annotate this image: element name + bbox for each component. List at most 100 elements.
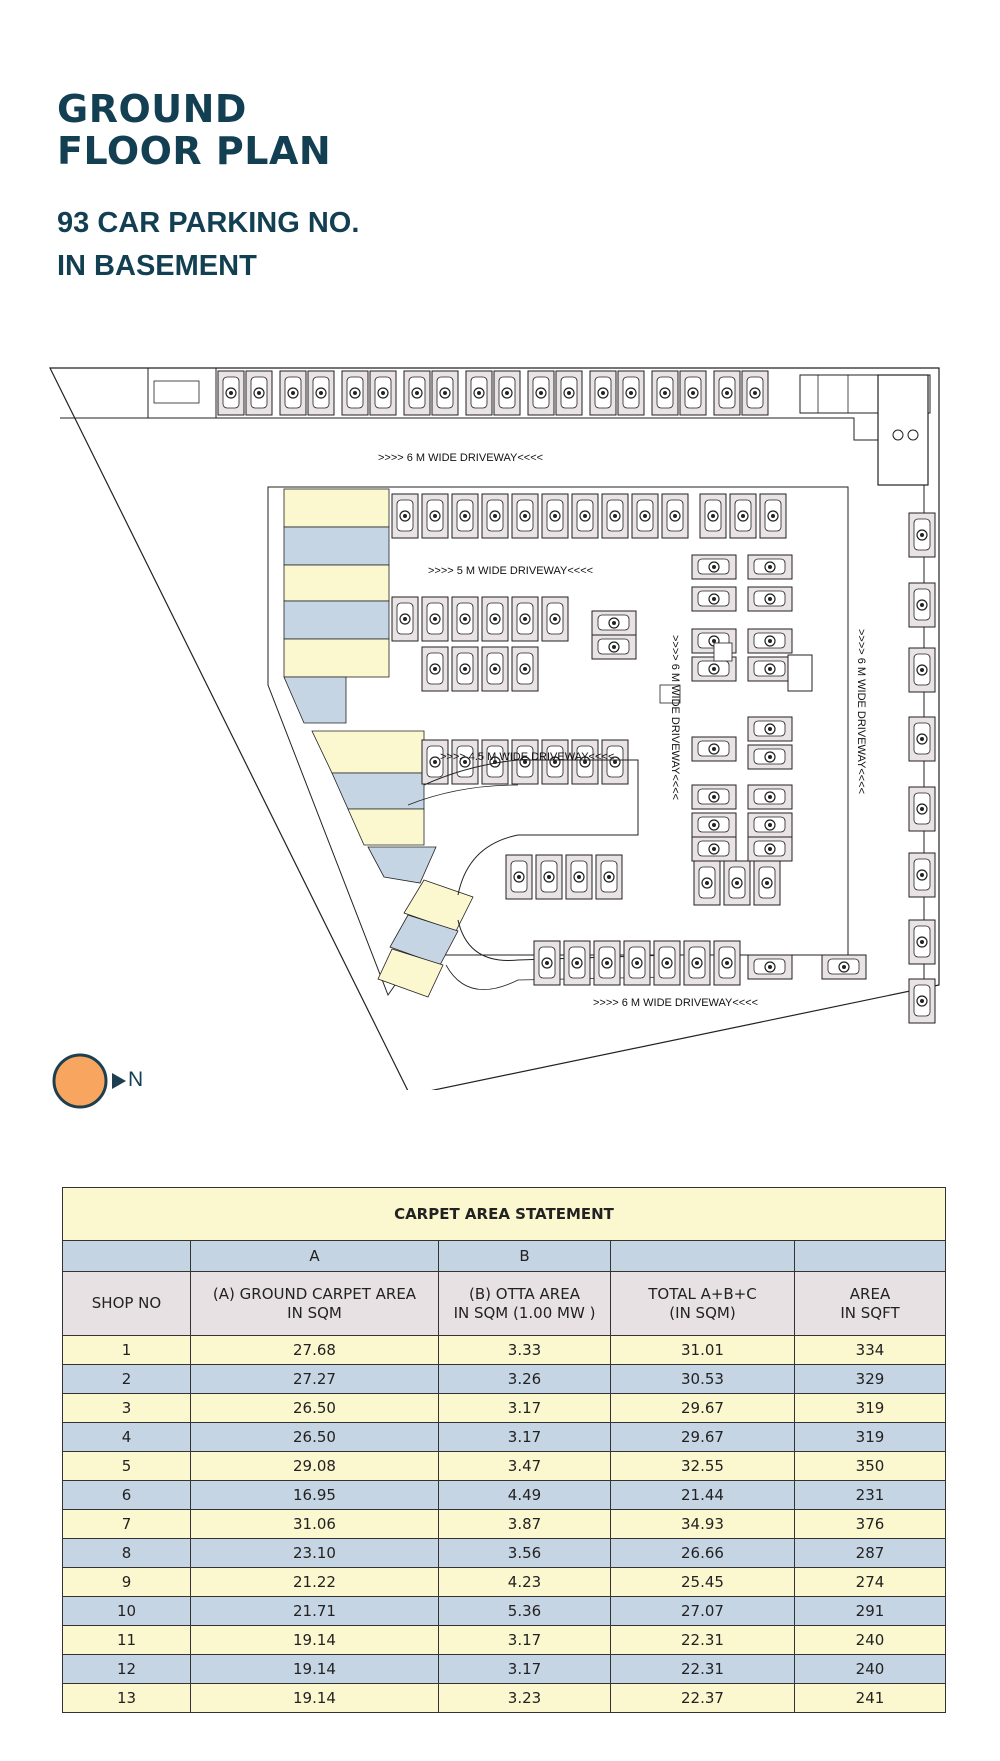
table-cell: 22.37	[610, 1683, 795, 1713]
site-boundary	[49, 367, 940, 1090]
table-cell: 26.50	[190, 1393, 439, 1423]
table-cell: 5.36	[438, 1596, 611, 1626]
table-cell: 319	[794, 1422, 946, 1452]
header-text: IN SQM (1.00 MW )	[453, 1303, 596, 1322]
table-cell: 29.08	[190, 1451, 439, 1481]
table-cell: 26.66	[610, 1538, 795, 1568]
table-cell: 241	[794, 1683, 946, 1713]
table-cell: 334	[794, 1335, 946, 1365]
table-cell: 31.06	[190, 1509, 439, 1539]
table-cell: 16.95	[190, 1480, 439, 1510]
driveway-label-top: >>>> 6 M WIDE DRIVEWAY<<<<	[378, 452, 543, 464]
table-cell: 3.17	[438, 1422, 611, 1452]
table-cell: 7	[62, 1509, 191, 1539]
table-cell: 23.10	[190, 1538, 439, 1568]
letter-cell: B	[438, 1240, 611, 1272]
table-cell: 26.50	[190, 1422, 439, 1452]
table-cell: 3.87	[438, 1509, 611, 1539]
table-title-row: CARPET AREA STATEMENT	[62, 1187, 946, 1241]
table-cell: 21.71	[190, 1596, 439, 1626]
table-letter-row: A B	[62, 1240, 946, 1272]
table-cell: 329	[794, 1364, 946, 1394]
header-text: (A) GROUND CARPET AREA	[212, 1284, 417, 1303]
table-cell: 376	[794, 1509, 946, 1539]
table-cell: 13	[62, 1683, 191, 1713]
compass-arrow-icon	[112, 1073, 126, 1089]
header-otta-area: (B) OTTA AREA IN SQM (1.00 MW )	[438, 1271, 611, 1336]
header-text: IN SQM	[287, 1303, 342, 1322]
table-cell: 274	[794, 1567, 946, 1597]
table-cell: 3	[62, 1393, 191, 1423]
table-header-row: SHOP NO (A) GROUND CARPET AREA IN SQM (B…	[62, 1271, 946, 1336]
table-cell: 4.49	[438, 1480, 611, 1510]
table-cell: 30.53	[610, 1364, 795, 1394]
table-cell: 4.23	[438, 1567, 611, 1597]
table-cell: 319	[794, 1393, 946, 1423]
parking-column-right	[908, 512, 936, 1024]
table-cell: 3.17	[438, 1625, 611, 1655]
table-cell: 3.56	[438, 1538, 611, 1568]
north-compass	[52, 1053, 126, 1109]
letter-cell: A	[190, 1240, 439, 1272]
parking-row-inner-top	[391, 493, 787, 539]
north-label: N	[128, 1068, 144, 1091]
table-cell: 1	[62, 1335, 191, 1365]
title-line-2: FLOOR PLAN	[57, 129, 332, 173]
table-cell: 10	[62, 1596, 191, 1626]
table-cell: 27.68	[190, 1335, 439, 1365]
letter-cell	[610, 1240, 795, 1272]
table-cell: 29.67	[610, 1422, 795, 1452]
table-cell: 287	[794, 1538, 946, 1568]
table-cell: 9	[62, 1567, 191, 1597]
table-cell: 19.14	[190, 1625, 439, 1655]
table-cell: 3.17	[438, 1393, 611, 1423]
header-text: (B) OTTA AREA	[469, 1284, 580, 1303]
table-cell: 25.45	[610, 1567, 795, 1597]
table-cell: 11	[62, 1625, 191, 1655]
table-cell: 8	[62, 1538, 191, 1568]
table-cell: 240	[794, 1654, 946, 1684]
page-title: GROUND FLOOR PLAN	[57, 88, 331, 172]
header-text: IN SQFT	[840, 1303, 900, 1322]
subtitle-line-2: IN BASEMENT	[57, 250, 257, 282]
table-cell: 4	[62, 1422, 191, 1452]
table-cell: 21.44	[610, 1480, 795, 1510]
header-shop-no: SHOP NO	[62, 1271, 191, 1336]
page-subtitle: 93 CAR PARKING NO. IN BASEMENT	[57, 202, 359, 288]
parking-row-top	[217, 370, 769, 416]
header-text: TOTAL A+B+C	[648, 1284, 757, 1303]
table-cell: 6	[62, 1480, 191, 1510]
header-ground-carpet: (A) GROUND CARPET AREA IN SQM	[190, 1271, 439, 1336]
parking-row-bottom	[533, 940, 867, 986]
table-cell: 32.55	[610, 1451, 795, 1481]
driveway-label-bottom: >>>> 6 M WIDE DRIVEWAY<<<<	[593, 997, 758, 1009]
table-cell: 3.26	[438, 1364, 611, 1394]
parking-row-inner-mid	[391, 596, 637, 692]
table-cell: 19.14	[190, 1683, 439, 1713]
shops-block	[283, 488, 474, 998]
subtitle-line-1: 93 CAR PARKING NO.	[57, 207, 360, 239]
table-cell: 22.31	[610, 1625, 795, 1655]
table-cell: 19.14	[190, 1654, 439, 1684]
table-cell: 291	[794, 1596, 946, 1626]
table-cell: 27.07	[610, 1596, 795, 1626]
table-cell: 29.67	[610, 1393, 795, 1423]
table-cell: 240	[794, 1625, 946, 1655]
table-cell: 22.31	[610, 1654, 795, 1684]
table-cell: 12	[62, 1654, 191, 1684]
table-cell: 3.47	[438, 1451, 611, 1481]
driveway-label-vertical-right: >>>> 6 M WIDE DRIVEWAY<<<<	[855, 629, 867, 794]
